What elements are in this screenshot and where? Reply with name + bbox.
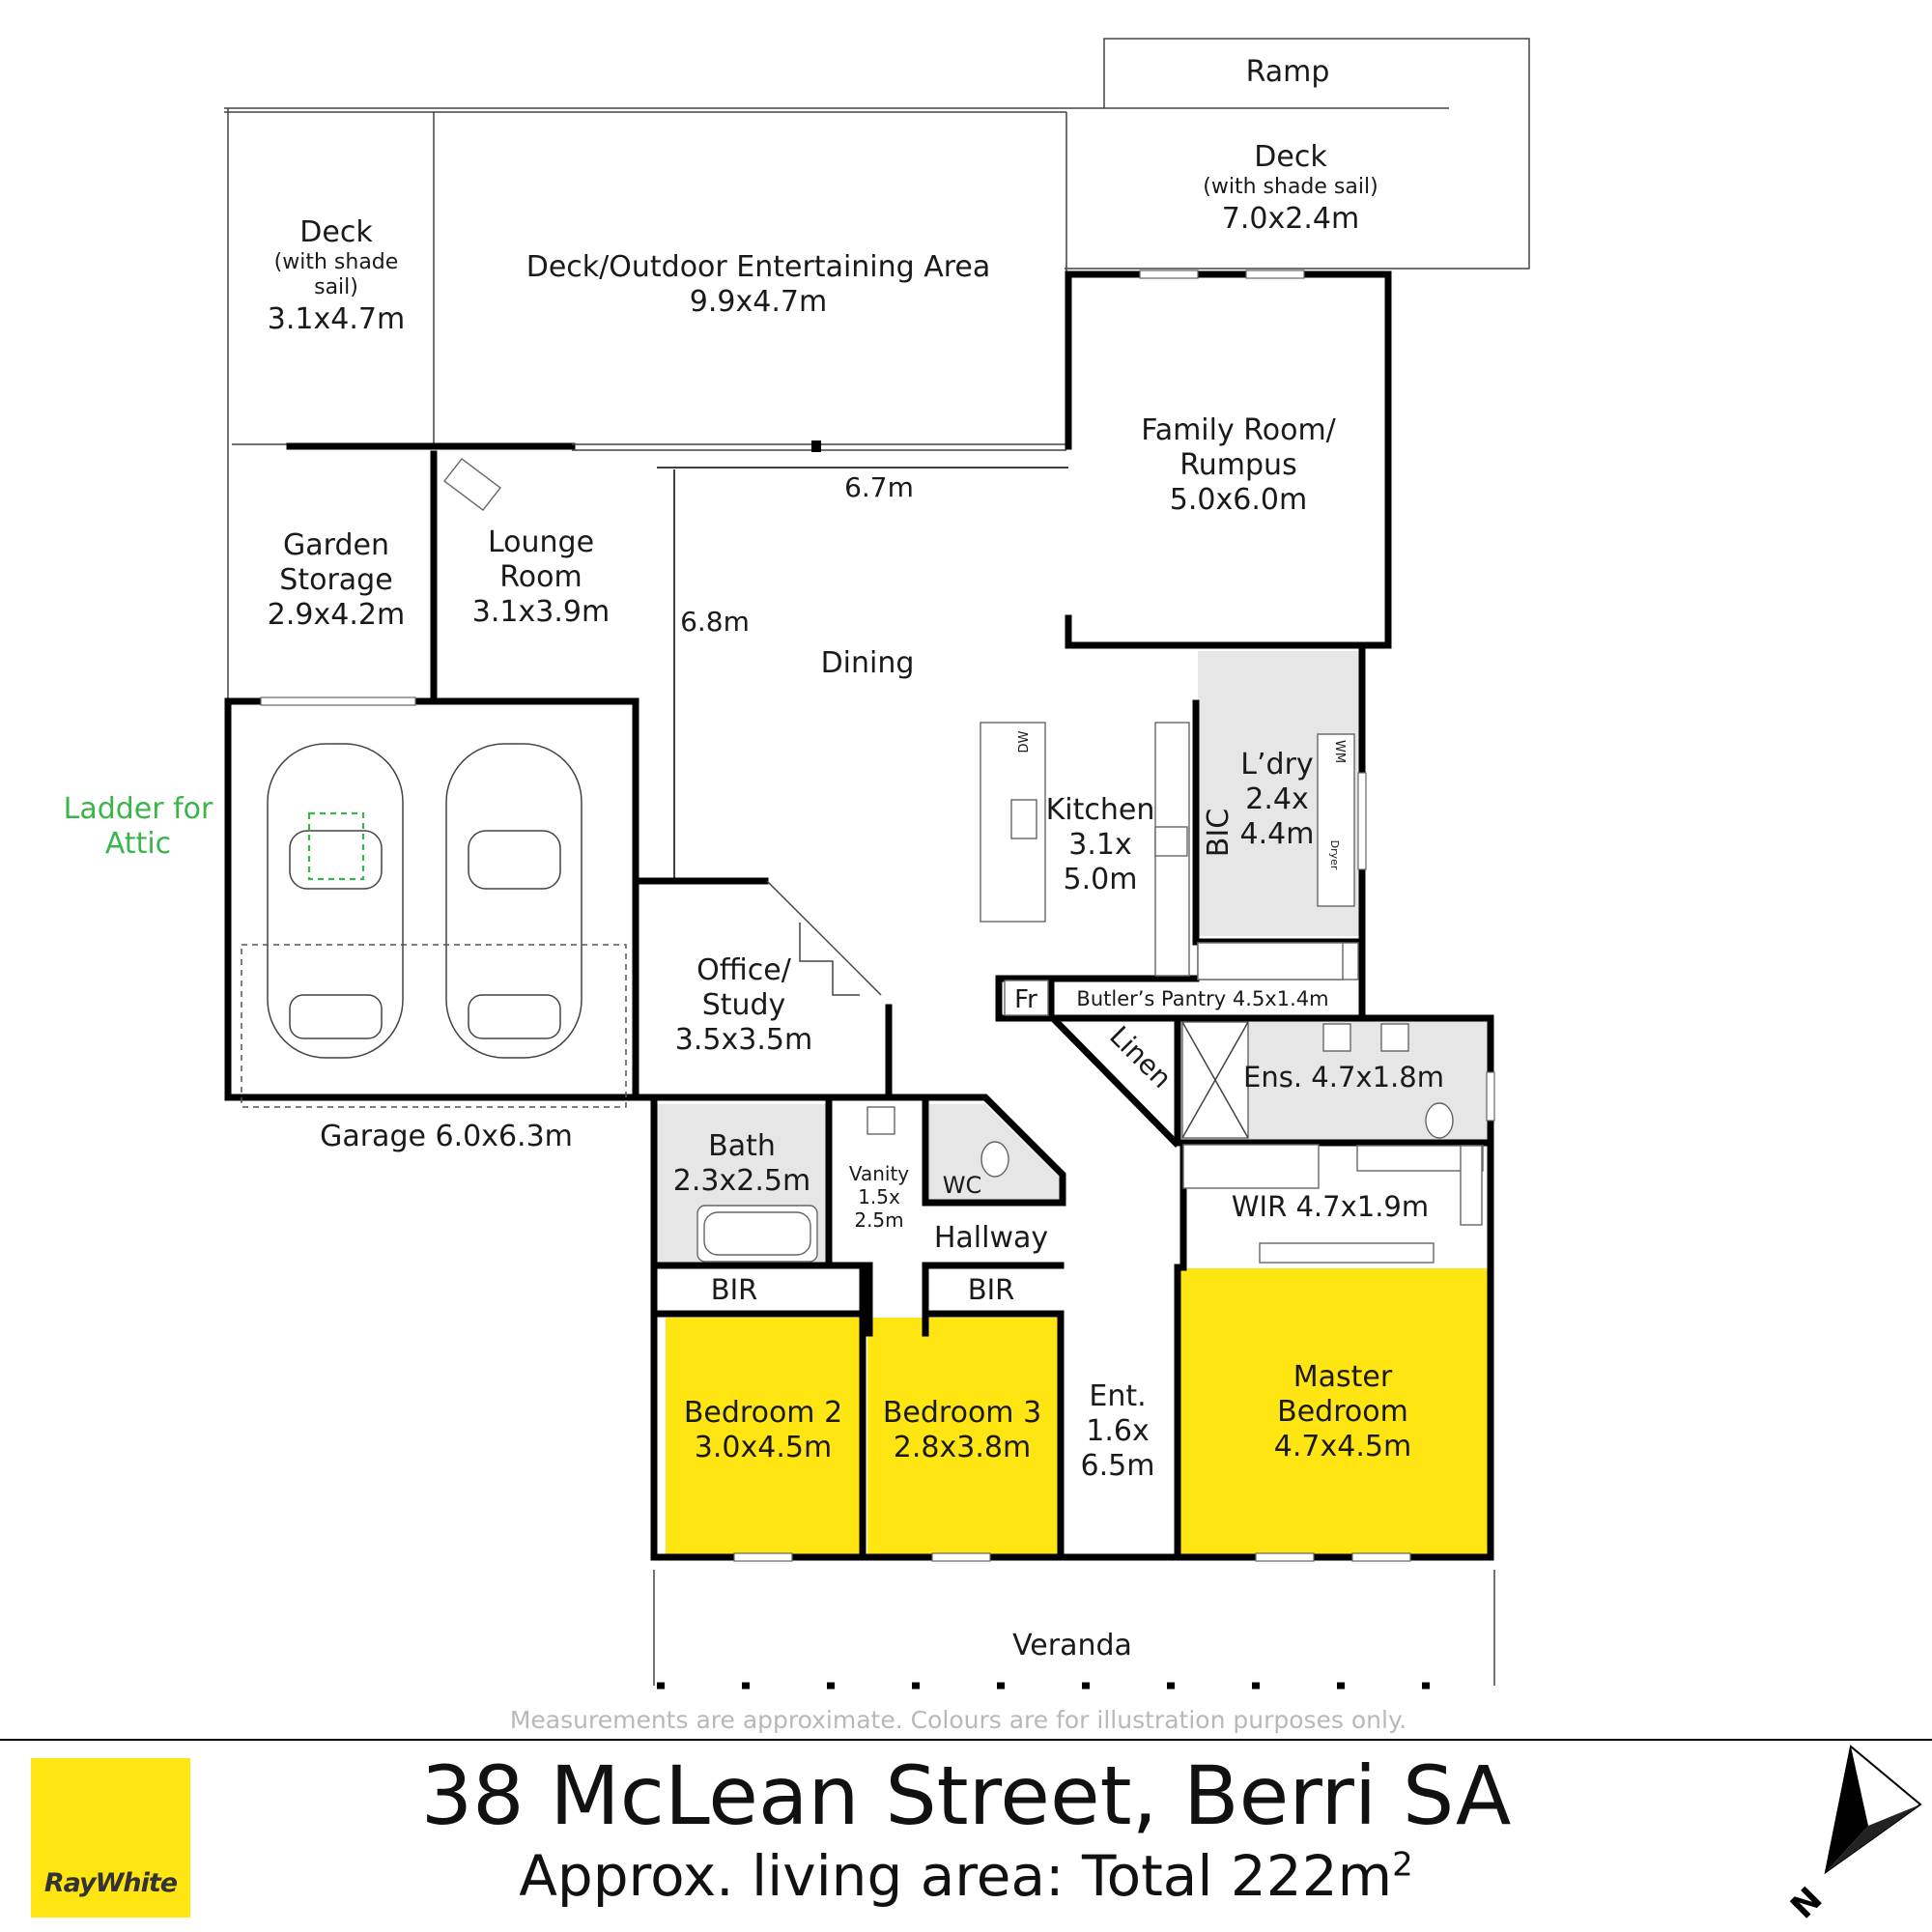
garden-line-2: Storage: [279, 563, 392, 597]
lounge-dims: 3.1x3.9m: [472, 595, 610, 629]
exterior-walls: [224, 270, 1494, 1561]
wc-label: WC: [943, 1172, 982, 1199]
laundry-line-3: 4.4m: [1240, 817, 1315, 851]
dining-label: Dining: [821, 646, 915, 680]
bir-bedroom-3: BIR: [968, 1273, 1015, 1306]
dim-vertical: 6.8m: [680, 606, 750, 638]
ramp-label: Ramp: [1246, 55, 1330, 89]
deck-left-dims: 3.1x4.7m: [268, 302, 405, 336]
lounge-line-1: Lounge: [488, 526, 594, 559]
deck-left-note-1: (with shade: [274, 250, 399, 274]
wir-label: WIR 4.7x1.9m: [1232, 1190, 1429, 1223]
deck-left-note-2: sail): [314, 275, 358, 299]
bath-dims: 2.3x2.5m: [673, 1164, 810, 1198]
vanity-line-1: Vanity: [849, 1162, 909, 1185]
dryer-label: Dryer: [1328, 840, 1341, 870]
office-line-2: Study: [702, 988, 786, 1022]
kitchen-line-3: 5.0m: [1064, 863, 1138, 896]
floor-plan: Ramp Deck (with shade sail) 7.0x2.4m Dec…: [64, 38, 1530, 1690]
bir-bedroom-2: BIR: [711, 1273, 758, 1306]
deck-left-title: Deck: [299, 215, 373, 249]
ladder-line-1: Ladder for: [64, 792, 213, 826]
vanity-line-2: 1.5x: [858, 1185, 900, 1208]
entry-line-1: Ent.: [1089, 1379, 1146, 1413]
butlers-pantry-label: Butler’s Pantry 4.5x1.4m: [1076, 987, 1328, 1010]
entry-line-2: 1.6x: [1086, 1414, 1149, 1448]
garden-line-1: Garden: [283, 528, 389, 562]
office-line-1: Office/: [696, 953, 792, 987]
washing-machine-label: WM: [1332, 740, 1347, 763]
disclaimer-text: Measurements are approximate. Colours ar…: [509, 1706, 1407, 1734]
outdoor-dims: 9.9x4.7m: [690, 285, 827, 319]
ensuite-label: Ens. 4.7x1.8m: [1243, 1061, 1444, 1094]
deck-right-note: (with shade sail): [1203, 175, 1378, 199]
north-compass-icon: N: [1783, 1745, 1922, 1922]
master-line-1: Master: [1293, 1360, 1393, 1394]
kitchen-line-2: 3.1x: [1068, 828, 1131, 862]
raywhite-logo: RayWhite: [31, 1758, 190, 1918]
entry-line-3: 6.5m: [1081, 1449, 1155, 1483]
dim-horizontal: 6.7m: [844, 471, 914, 503]
garage-label: Garage 6.0x6.3m: [320, 1120, 573, 1153]
kitchen-line-1: Kitchen: [1046, 793, 1155, 827]
property-address: 38 McLean Street, Berri SA: [420, 1748, 1512, 1843]
vanity-line-3: 2.5m: [854, 1208, 903, 1232]
outdoor-area-outlines: [224, 38, 1530, 705]
bedroom-2-title: Bedroom 2: [684, 1396, 842, 1430]
fixtures: [241, 458, 1484, 1264]
master-line-2: Bedroom: [1277, 1395, 1408, 1429]
area-unit-superscript: 2: [1392, 1845, 1413, 1885]
master-bedroom-fill: [1180, 1268, 1490, 1556]
bedroom-2-dims: 3.0x4.5m: [695, 1431, 832, 1464]
veranda-outline: [653, 1570, 1495, 1690]
lounge-line-2: Room: [499, 560, 582, 594]
laundry-line-1: L’dry: [1240, 748, 1313, 781]
hallway-label: Hallway: [934, 1221, 1048, 1255]
bath-line-1: Bath: [708, 1129, 776, 1163]
family-line-2: Rumpus: [1179, 448, 1296, 482]
office-dims: 3.5x3.5m: [675, 1023, 812, 1057]
garden-dims: 2.9x4.2m: [268, 598, 405, 632]
bedroom-3-fill: [867, 1318, 1059, 1556]
outdoor-title: Deck/Outdoor Entertaining Area: [526, 250, 991, 284]
dishwasher-label: DW: [1017, 730, 1032, 753]
room-labels: Ramp Deck (with shade sail) 7.0x2.4m Dec…: [64, 55, 1444, 1662]
living-area-text: Approx. living area: Total 222m: [519, 1843, 1393, 1909]
footer-divider: [0, 1739, 1932, 1741]
bedroom-3-title: Bedroom 3: [883, 1396, 1041, 1430]
family-dims: 5.0x6.0m: [1170, 483, 1307, 517]
compass-north-letter: N: [1783, 1880, 1830, 1922]
kitchen-bic-label: BIC: [1202, 809, 1236, 857]
master-dims: 4.7x4.5m: [1274, 1430, 1411, 1463]
deck-right-dims: 7.0x2.4m: [1222, 202, 1359, 236]
family-line-1: Family Room/: [1141, 413, 1336, 447]
laundry-line-2: 2.4x: [1245, 782, 1308, 816]
logo-text: RayWhite: [43, 1868, 178, 1898]
bedroom-3-dims: 2.8x3.8m: [894, 1431, 1031, 1464]
windows: [260, 270, 1495, 1562]
deck-right-title: Deck: [1254, 140, 1327, 174]
fridge-label: Fr: [1014, 985, 1037, 1014]
veranda-label: Veranda: [1012, 1629, 1132, 1662]
ladder-line-2: Attic: [105, 827, 171, 861]
living-area: Approx. living area: Total 222m2: [0, 1843, 1932, 1909]
bedroom-2-fill: [666, 1318, 860, 1556]
